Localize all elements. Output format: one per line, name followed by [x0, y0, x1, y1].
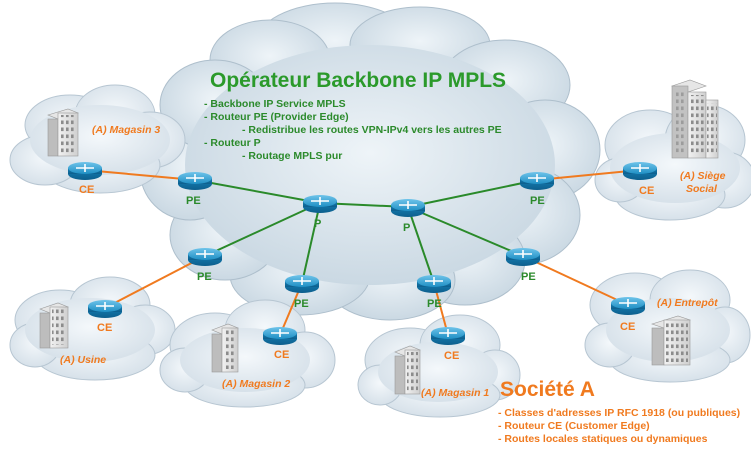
societe-bullet-3: - Routes locales statiques ou dynamiques	[498, 433, 708, 445]
label-ce-entrepot: CE	[620, 321, 635, 333]
label-ce-siege: CE	[639, 185, 654, 197]
societe-bullet-2: - Routeur CE (Customer Edge)	[498, 420, 650, 432]
label-pe-sw: PE	[294, 298, 309, 310]
site-magasin1: (A) Magasin 1	[421, 387, 489, 399]
label-pe-ne: PE	[530, 195, 545, 207]
societe-title: Société A	[500, 378, 595, 401]
backbone-bullet-4: - Routeur P	[204, 137, 261, 149]
site-siege-line2: Social	[686, 183, 718, 195]
label-p2: P	[403, 222, 410, 234]
backbone-bullet-3: - Redistribue les routes VPN-IPv4 vers l…	[242, 124, 502, 136]
label-pe-nw: PE	[186, 195, 201, 207]
backbone-bullet-2: - Routeur PE (Provider Edge)	[204, 111, 349, 123]
building-usine-icon	[39, 302, 69, 349]
router-ce-magasin1	[431, 327, 465, 345]
building-siege-icon	[671, 79, 719, 159]
router-pe-sw	[285, 275, 319, 293]
backbone-bullet-5: - Routage MPLS pur	[242, 150, 342, 162]
label-pe-s: PE	[427, 298, 442, 310]
link-p2-pe-e	[407, 206, 524, 257]
label-ce-usine: CE	[97, 322, 112, 334]
link-pe-nw-p1	[194, 179, 321, 204]
label-p1: P	[314, 218, 321, 230]
router-ce-usine	[88, 300, 122, 318]
router-p2	[391, 199, 425, 217]
router-pe-nw	[178, 172, 212, 190]
backbone-cloud-core	[185, 45, 555, 285]
cloud-magasin-2	[159, 299, 336, 408]
label-pe-e: PE	[521, 271, 536, 283]
link-p2-pe-s	[407, 206, 435, 284]
link-ce-magasin3-pe	[84, 169, 196, 181]
router-pe-ne	[520, 172, 554, 190]
router-ce-siege	[623, 162, 657, 180]
backbone-title: Opérateur Backbone IP MPLS	[210, 69, 506, 92]
router-ce-magasin3	[68, 162, 102, 180]
router-p1	[303, 195, 337, 213]
link-ce-usine-pe	[104, 255, 206, 309]
router-pe-s	[417, 275, 451, 293]
backbone-bullet-1: - Backbone IP Service MPLS	[204, 98, 346, 110]
societe-bullet-1: - Classes d'adresses IP RFC 1918 (ou pub…	[498, 407, 740, 419]
building-magasin2-icon	[211, 323, 239, 373]
building-magasin1-icon	[394, 345, 421, 395]
link-p1-pe-sw	[301, 202, 321, 284]
label-ce-magasin3: CE	[79, 184, 94, 196]
router-pe-w	[188, 248, 222, 266]
site-entrepot: (A) Entrepôt	[657, 297, 718, 309]
access-links	[84, 169, 641, 336]
router-ce-magasin2	[263, 327, 297, 345]
site-usine: (A) Usine	[60, 354, 106, 366]
link-p1-pe-w	[204, 202, 321, 257]
router-ce-entrepot	[611, 297, 645, 315]
label-ce-magasin1: CE	[444, 350, 459, 362]
link-p2-pe-ne	[407, 179, 538, 208]
site-magasin2: (A) Magasin 2	[222, 378, 290, 390]
site-siege-line1: (A) Siège	[680, 170, 726, 182]
link-ce-entrepot-pe	[522, 255, 629, 306]
site-magasin3: (A) Magasin 3	[92, 124, 160, 136]
link-ce-siege-pe	[536, 169, 641, 181]
building-magasin3-icon	[47, 108, 79, 157]
label-ce-magasin2: CE	[274, 349, 289, 361]
router-pe-e	[506, 248, 540, 266]
building-entrepot-icon	[651, 315, 691, 366]
label-pe-w: PE	[197, 271, 212, 283]
